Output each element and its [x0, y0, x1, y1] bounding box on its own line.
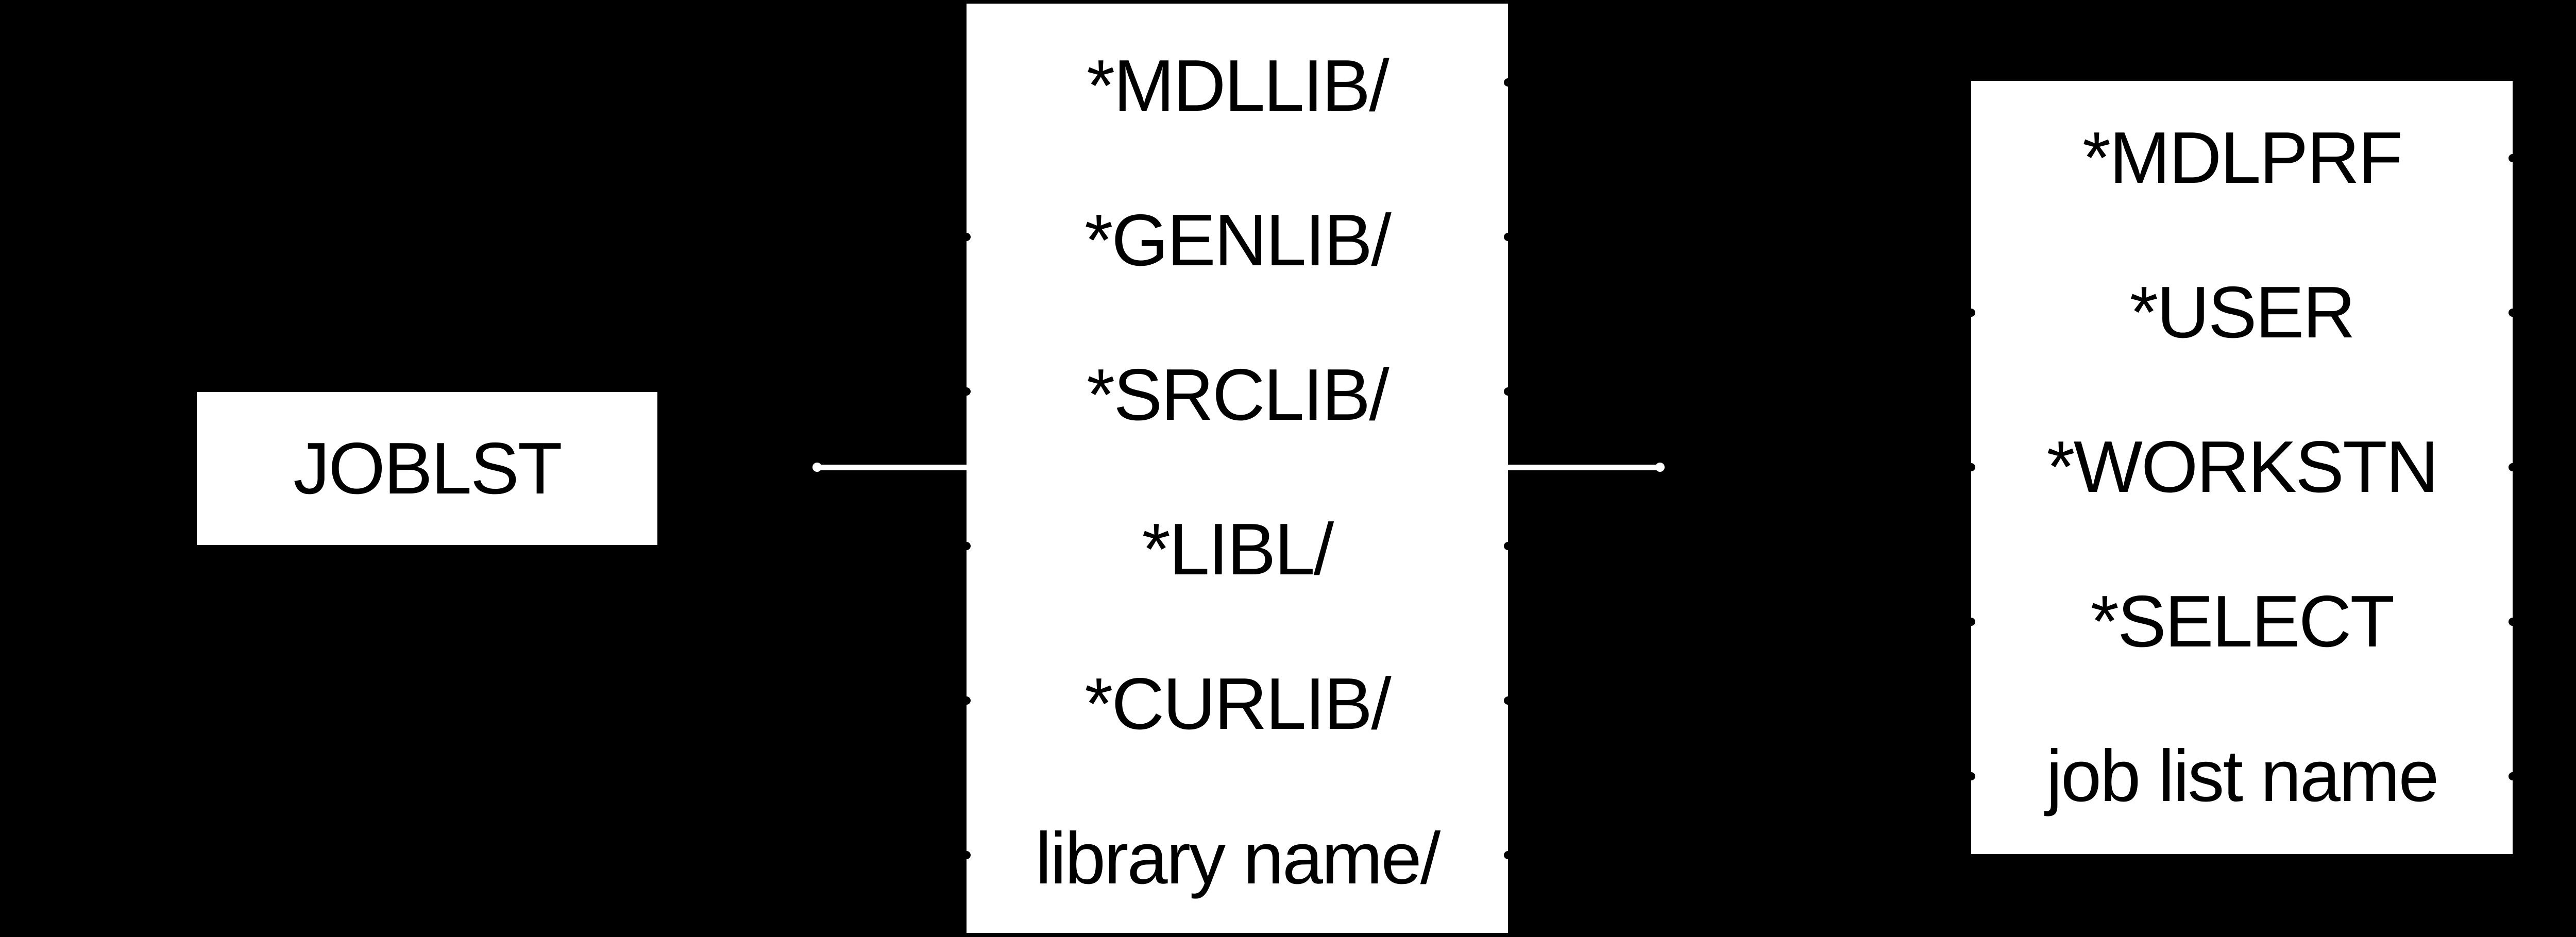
job-list-option-label-0: *MDLPRF — [2082, 117, 2403, 199]
line-endpoint-dot-right — [1655, 463, 1665, 472]
main-path-line-right — [1508, 465, 1664, 470]
branch-junction-dot — [2509, 463, 2517, 471]
library-option-label-2: *SRCLIB/ — [1087, 354, 1389, 436]
job-list-option-label-2: *WORKSTN — [2046, 426, 2438, 508]
command-label: JOBLST — [293, 427, 562, 509]
job-list-option-label-3: *SELECT — [2090, 581, 2395, 662]
branch-junction-dot — [1967, 309, 1975, 317]
command-box: JOBLST — [197, 392, 657, 545]
branch-junction-dot — [1504, 851, 1512, 859]
library-option-label-1: *GENLIB/ — [1084, 199, 1392, 281]
library-qualifier-box: *MDLLIB/ *GENLIB/ *SRCLIB/ *LIBL/ *CURLI… — [967, 4, 1508, 933]
branch-junction-dot — [1504, 387, 1512, 396]
branch-junction-dot — [962, 387, 971, 396]
library-option-label-0: *MDLLIB/ — [1087, 45, 1389, 127]
main-path-line-left — [813, 465, 967, 470]
branch-junction-dot — [1967, 618, 1975, 626]
branch-junction-dot — [1504, 542, 1512, 550]
branch-junction-dot — [2509, 772, 2517, 780]
branch-junction-dot — [962, 696, 971, 705]
line-endpoint-dot-left — [812, 463, 822, 472]
job-list-option-label-4: job list name — [2046, 735, 2439, 817]
branch-junction-dot — [2509, 154, 2517, 162]
library-option-label-4: *CURLIB/ — [1084, 663, 1392, 745]
job-list-option-label-1: *USER — [2129, 271, 2355, 353]
branch-junction-dot — [962, 542, 971, 550]
branch-junction-dot — [1504, 696, 1512, 705]
branch-junction-dot — [962, 851, 971, 859]
branch-junction-dot — [1504, 78, 1512, 87]
branch-junction-dot — [1967, 772, 1975, 780]
branch-junction-dot — [1504, 233, 1512, 241]
library-option-label-5: library name/ — [1035, 817, 1441, 899]
branch-junction-dot — [1967, 463, 1975, 471]
branch-junction-dot — [2509, 618, 2517, 626]
library-option-label-3: *LIBL/ — [1142, 508, 1334, 590]
branch-junction-dot — [2509, 309, 2517, 317]
branch-junction-dot — [962, 233, 971, 241]
job-list-options-box: *MDLPRF *USER *WORKSTN *SELECT job list … — [1971, 81, 2513, 854]
